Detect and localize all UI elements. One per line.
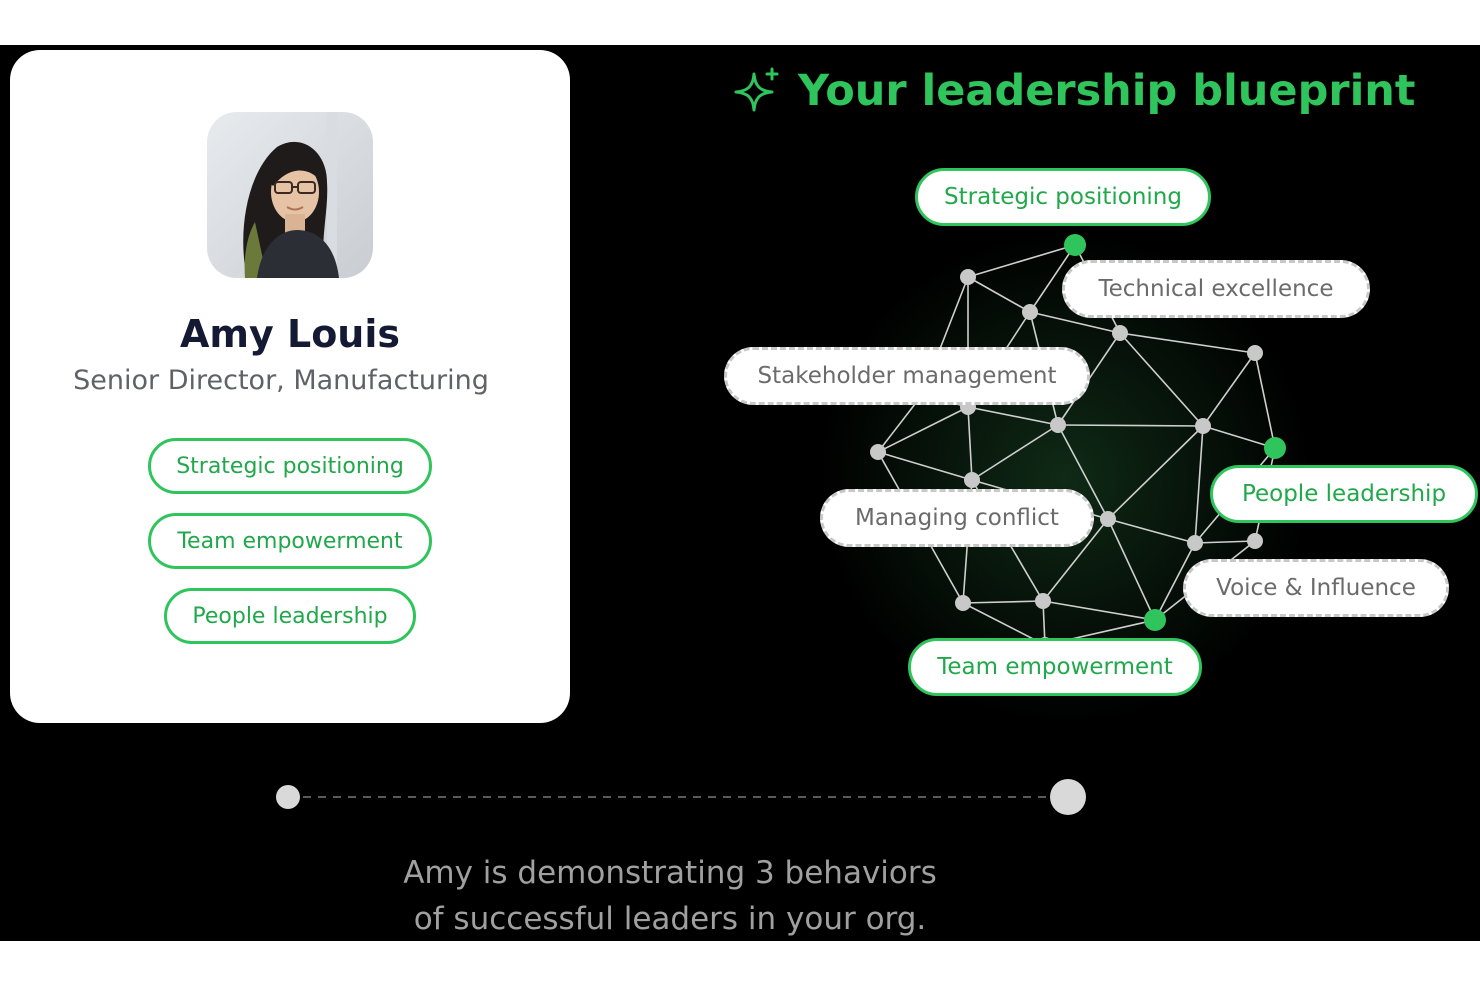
profile-card: Amy Louis Senior Director, Manufacturing… — [10, 50, 570, 723]
avatar — [207, 112, 373, 278]
caption: Amy is demonstrating 3 behaviors of succ… — [300, 850, 1040, 941]
network-point — [1112, 325, 1128, 341]
network-point-active — [1064, 234, 1086, 256]
network-edge — [1254, 352, 1276, 449]
network-edge — [1107, 518, 1156, 621]
progress-step-2[interactable] — [1050, 779, 1086, 815]
caption-line-2: of successful leaders in your org. — [413, 901, 927, 937]
network-point — [964, 472, 980, 488]
network-node-stakeholder-management[interactable]: Stakeholder management — [724, 347, 1090, 405]
behavior-chip-team-empowerment[interactable]: Team empowerment — [148, 513, 432, 569]
network-edge — [967, 406, 1059, 426]
behavior-chip-people-leadership[interactable]: People leadership — [164, 588, 416, 644]
network-edge — [1029, 311, 1121, 334]
network-edge — [1194, 540, 1256, 544]
network-edge — [1119, 332, 1204, 427]
network-edge — [962, 600, 1044, 604]
network-edge — [1057, 424, 1204, 427]
network-node-people-leadership[interactable]: People leadership — [1210, 465, 1478, 523]
network-point — [1100, 511, 1116, 527]
network-edge — [1202, 425, 1276, 449]
network-edge — [1042, 600, 1156, 621]
blueprint-heading: Your leadership blueprint — [732, 61, 1415, 121]
network-edge — [877, 451, 973, 481]
network-point — [1247, 533, 1263, 549]
blueprint-stage: Amy Louis Senior Director, Manufacturing… — [0, 45, 1480, 941]
network-edge — [967, 276, 1031, 313]
network-node-technical-excellence[interactable]: Technical excellence — [1062, 260, 1370, 318]
behavior-chip-strategic-positioning[interactable]: Strategic positioning — [148, 438, 432, 494]
network-edge — [1119, 332, 1256, 354]
network-point — [1035, 593, 1051, 609]
network-edge — [1154, 542, 1196, 621]
network-edge — [1042, 518, 1109, 602]
sparkle-icon — [734, 67, 779, 112]
profile-name: Amy Louis — [179, 312, 401, 356]
network-node-voice-influence[interactable]: Voice & Influence — [1183, 559, 1449, 617]
network-edge — [1107, 518, 1196, 544]
network-edge — [1029, 244, 1076, 313]
network-point — [960, 269, 976, 285]
network-point — [1247, 345, 1263, 361]
caption-line-1: Amy is demonstrating 3 behaviors — [403, 855, 937, 891]
network-node-managing-conflict[interactable]: Managing conflict — [820, 489, 1094, 547]
network-point — [1195, 418, 1211, 434]
network-edge — [967, 406, 973, 481]
network-edge — [1202, 352, 1256, 427]
progress-step-1[interactable] — [276, 785, 300, 809]
network-edge — [877, 406, 969, 453]
profile-role: Senior Director, Manufacturing — [73, 365, 489, 396]
network-point — [870, 444, 886, 460]
network-point — [1187, 535, 1203, 551]
network-edge — [1057, 424, 1109, 520]
progress-track — [276, 779, 1086, 815]
network-point-active — [1144, 609, 1166, 631]
network-edge — [971, 424, 1059, 481]
network-node-team-empowerment[interactable]: Team empowerment — [908, 638, 1202, 696]
network-point — [955, 595, 971, 611]
network-edge — [1107, 425, 1204, 520]
blueprint-title: Your leadership blueprint — [798, 66, 1416, 116]
network-edge — [1194, 425, 1204, 544]
network-point — [1022, 304, 1038, 320]
avatar-image — [207, 112, 373, 278]
network-point — [1050, 417, 1066, 433]
network-point-active — [1264, 437, 1286, 459]
network-edge — [967, 244, 1076, 278]
network-node-strategic-positioning[interactable]: Strategic positioning — [915, 168, 1211, 226]
